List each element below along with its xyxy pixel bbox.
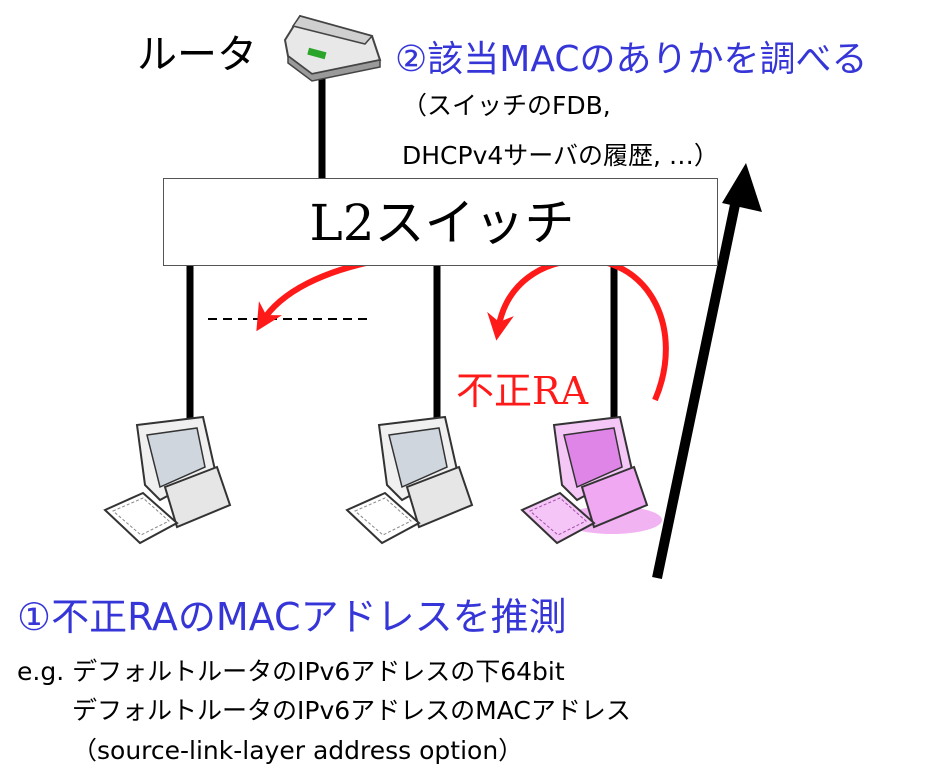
rogue-ra-label: 不正RA [456, 369, 589, 413]
pc-icon [103, 415, 232, 545]
l2-switch-box [163, 178, 718, 266]
rogue-pc-icon [520, 415, 662, 545]
l2-switch-label: L2スイッチ [309, 194, 575, 252]
step1-example-line1: e.g. デフォルトルータのIPv6アドレスの下64bit [17, 657, 565, 686]
step1-example-line2: デフォルトルータのIPv6アドレスのMACアドレス [72, 696, 631, 725]
step1-title: ①不正RAのMACアドレスを推測 [17, 595, 567, 639]
step1-example-line3: （source-link-layer address option） [72, 736, 524, 765]
step2-detail-line2: DHCPv4サーバの履歴, …） [402, 141, 719, 170]
step2-detail-line1: （スイッチのFDB, [402, 91, 611, 120]
step2-title: ②該当MACのありかを調べる [395, 39, 868, 80]
pc-icon [345, 415, 474, 545]
router-label: ルータ [137, 32, 257, 78]
investigation-arrow [652, 163, 762, 580]
router-icon [283, 14, 382, 82]
